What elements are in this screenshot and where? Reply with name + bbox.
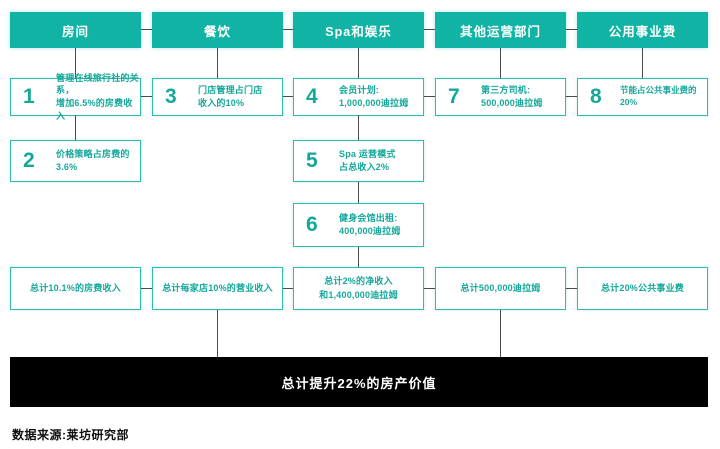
connector: [141, 288, 152, 289]
connector: [283, 288, 293, 289]
connector: [141, 29, 152, 30]
step-box-1: 1 管理在线旅行社的关系， 增加6.5%的房费收入: [10, 73, 141, 121]
total-box-spa: 总计2%的净收入 和1,400,000迪拉姆: [293, 267, 424, 310]
step-box-2: 2 价格策略占房费的3.6%: [10, 140, 141, 182]
connector: [75, 48, 76, 78]
step-number: 5: [306, 149, 318, 172]
step-label: 会员计划: 1,000,000迪拉姆: [339, 85, 409, 108]
step-box-4: 4 会员计划: 1,000,000迪拉姆: [293, 78, 424, 116]
connector: [500, 48, 501, 78]
total-label: 总计10.1%的房费收入: [30, 282, 121, 293]
header-dining: 餐饮: [152, 12, 283, 48]
connector: [283, 29, 293, 30]
connector: [566, 29, 577, 30]
connector: [424, 96, 435, 97]
step-box-3: 3 门店管理占门店 收入的10%: [152, 78, 283, 116]
step-label: 价格策略占房费的3.6%: [56, 149, 130, 172]
step-label: 第三方司机: 500,000迪拉姆: [481, 85, 543, 108]
step-box-6: 6 健身会馆出租: 400,000迪拉姆: [293, 203, 424, 247]
connector: [217, 310, 218, 357]
total-box-other-operations: 总计500,000迪拉姆: [435, 267, 566, 310]
connector: [358, 48, 359, 78]
connector: [217, 48, 218, 78]
step-number: 2: [23, 149, 35, 172]
connector: [358, 182, 359, 203]
connector: [141, 96, 152, 97]
step-number: 4: [306, 85, 318, 108]
step-label: Spa 运营模式 占总收入2%: [339, 149, 396, 172]
total-box-rooms: 总计10.1%的房费收入: [10, 267, 141, 310]
connector: [358, 247, 359, 267]
step-number: 1: [23, 85, 35, 108]
source-note: 数据来源:莱坊研究部: [12, 428, 129, 442]
header-rooms: 房间: [10, 12, 141, 48]
connector: [283, 96, 293, 97]
total-label: 总计2%的净收入 和1,400,000迪拉姆: [319, 276, 398, 300]
step-number: 3: [165, 85, 177, 108]
connector: [642, 48, 643, 78]
total-label: 总计500,000迪拉姆: [460, 282, 541, 293]
total-label: 总计每家店10%的营业收入: [162, 282, 273, 293]
step-label: 管理在线旅行社的关系， 增加6.5%的房费收入: [56, 72, 139, 121]
grand-total-label: 总计提升22%的房产价值: [281, 375, 437, 391]
connector: [566, 288, 577, 289]
step-number: 7: [448, 85, 460, 108]
connector: [358, 115, 359, 140]
step-label: 健身会馆出租: 400,000迪拉姆: [339, 213, 401, 236]
header-utilities: 公用事业费: [577, 12, 708, 48]
step-box-7: 7 第三方司机: 500,000迪拉姆: [435, 78, 566, 116]
total-box-dining: 总计每家店10%的营业收入: [152, 267, 283, 310]
connector: [75, 115, 76, 140]
step-number: 8: [590, 85, 602, 108]
step-number: 6: [306, 213, 318, 236]
header-spa-entertainment: Spa和娱乐: [293, 12, 424, 48]
grand-total-bar: 总计提升22%的房产价值: [10, 357, 708, 407]
connector: [424, 29, 435, 30]
step-box-5: 5 Spa 运营模式 占总收入2%: [293, 140, 424, 182]
step-label: 节能占公共事业费的20%: [620, 85, 697, 107]
total-label: 总计20%公共事业费: [600, 282, 684, 293]
connector: [424, 288, 435, 289]
step-box-8: 8 节能占公共事业费的20%: [577, 78, 708, 116]
header-other-operations: 其他运营部门: [435, 12, 566, 48]
connector: [500, 310, 501, 357]
connector: [566, 96, 577, 97]
step-label: 门店管理占门店 收入的10%: [198, 85, 263, 108]
total-box-utilities: 总计20%公共事业费: [577, 267, 708, 310]
